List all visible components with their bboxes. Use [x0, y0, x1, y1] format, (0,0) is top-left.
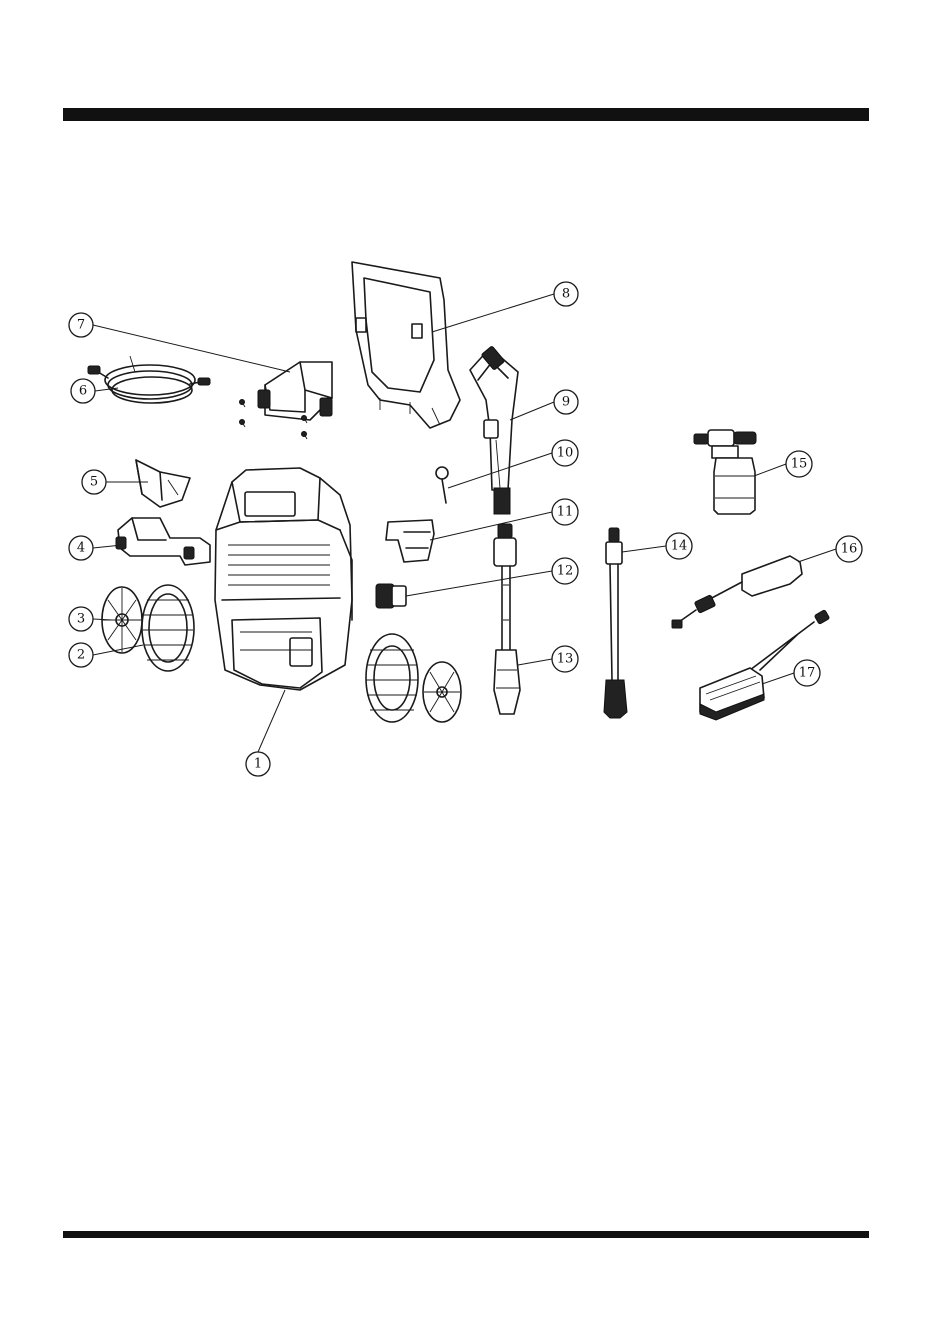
hose-holder-drawing	[116, 518, 210, 565]
callout-5: 5	[82, 470, 106, 494]
accessory-holder-drawing	[136, 460, 190, 507]
callout-15: 15	[786, 451, 812, 477]
right-wheel-drawing	[366, 634, 461, 722]
trigger-gun-drawing	[470, 346, 518, 514]
callout-4-label: 4	[77, 541, 85, 556]
variable-lance-drawing	[494, 524, 520, 714]
callout-10-label: 10	[557, 446, 574, 461]
bracket-drawing	[240, 362, 333, 439]
foam-bottle-drawing	[694, 430, 756, 514]
needle-drawing	[436, 467, 448, 503]
callout-4: 4	[69, 536, 93, 560]
callout-1: 1	[246, 752, 270, 776]
callout-7-label: 7	[77, 318, 85, 333]
callout-11: 11	[552, 499, 578, 525]
callout-6: 6	[71, 379, 95, 403]
callout-11-label: 11	[557, 505, 574, 520]
callout-2: 2	[69, 643, 93, 667]
callout-17-label: 17	[799, 666, 816, 681]
patio-cleaner-drawing	[672, 556, 802, 628]
callout-8-label: 8	[562, 287, 570, 302]
lance-clip-drawing	[386, 520, 434, 562]
callout-17: 17	[794, 660, 820, 686]
callout-2-label: 2	[77, 648, 85, 663]
callout-3: 3	[69, 607, 93, 631]
handle-frame-drawing	[352, 262, 460, 428]
turbo-lance-drawing	[604, 528, 627, 718]
callout-13-label: 13	[557, 652, 574, 667]
callout-12: 12	[552, 558, 578, 584]
callout-16-label: 16	[841, 542, 858, 557]
main-body-drawing	[215, 468, 352, 690]
callout-6-label: 6	[79, 384, 87, 399]
callout-9-label: 9	[562, 395, 570, 410]
callout-14-label: 14	[671, 539, 688, 554]
callout-12-label: 12	[557, 564, 574, 579]
callout-13: 13	[552, 646, 578, 672]
callout-1-label: 1	[254, 757, 262, 772]
callout-16: 16	[836, 536, 862, 562]
inlet-connector-drawing	[376, 584, 406, 608]
callout-8: 8	[554, 282, 578, 306]
callout-9: 9	[554, 390, 578, 414]
hose-drawing	[88, 356, 210, 403]
left-wheel-drawing	[102, 585, 194, 671]
callout-10: 10	[552, 440, 578, 466]
callout-3-label: 3	[77, 612, 85, 627]
callout-7: 7	[69, 313, 93, 337]
callout-15-label: 15	[791, 457, 808, 472]
callout-14: 14	[666, 533, 692, 559]
callout-5-label: 5	[90, 475, 98, 490]
